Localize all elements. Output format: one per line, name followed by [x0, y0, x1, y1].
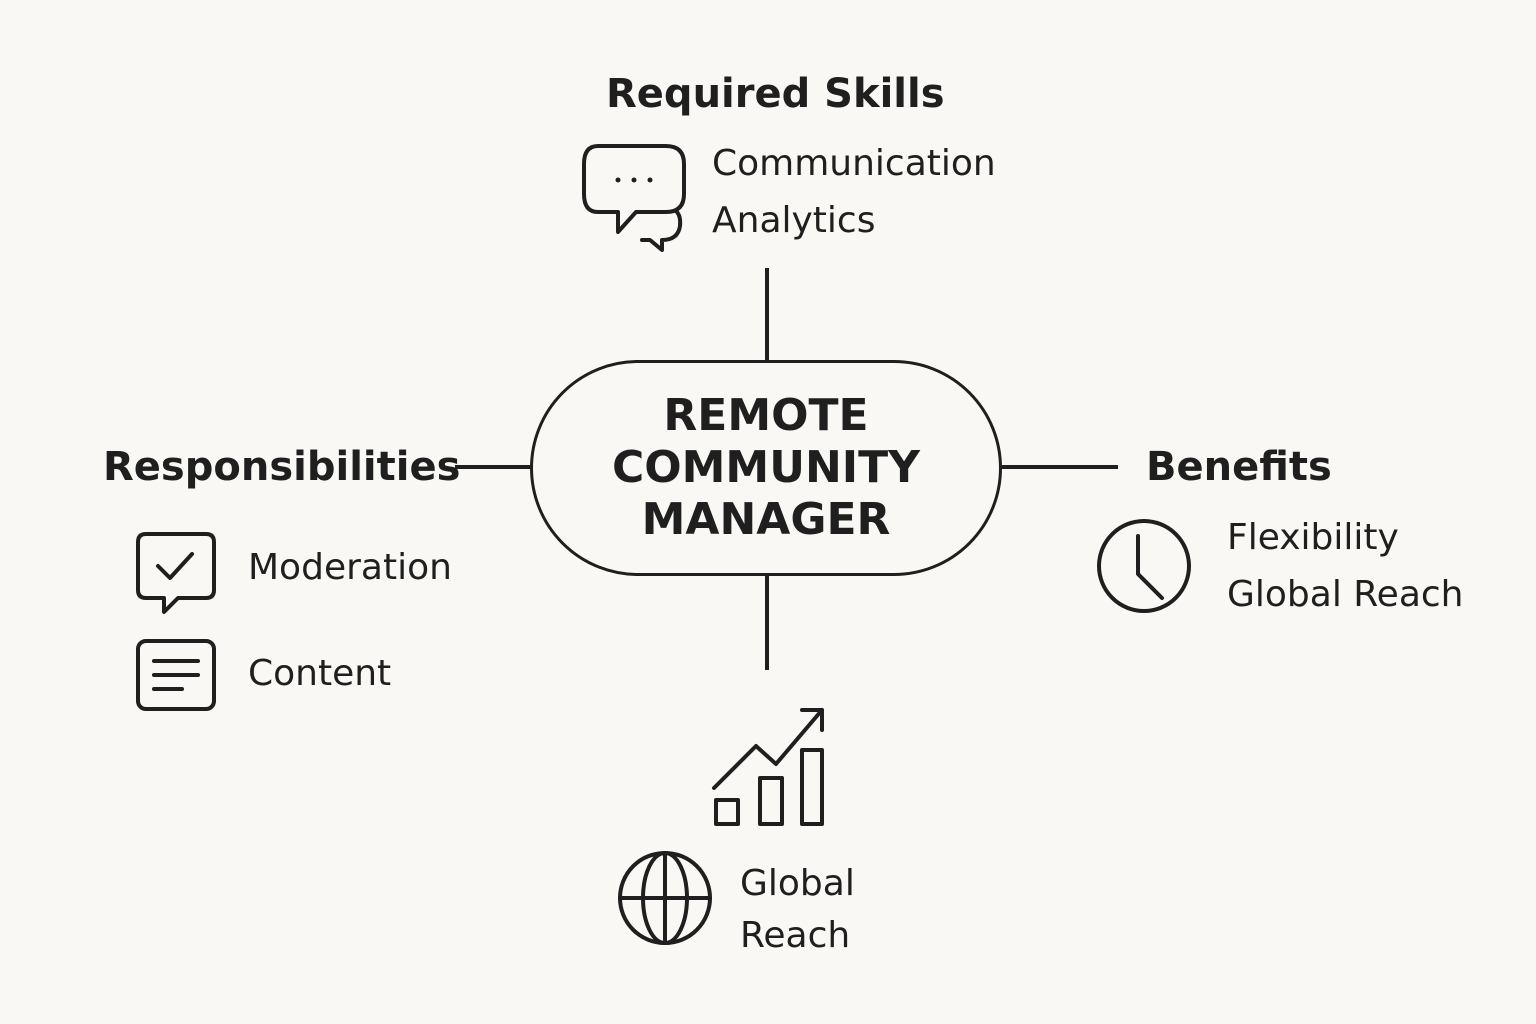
connector-left: [455, 465, 530, 469]
benefits-heading: Benefits: [1146, 444, 1332, 490]
globe-icon: [618, 851, 712, 945]
document-lines-icon: [136, 639, 216, 711]
connector-top: [765, 268, 769, 360]
required-skills-heading: Required Skills: [606, 71, 945, 117]
center-title-line-2: COMMUNITY: [611, 442, 921, 493]
bottom-label-line-1: Global: [740, 863, 855, 904]
chat-bubbles-icon: [582, 144, 686, 252]
bottom-label-line-2: Reach: [740, 915, 851, 956]
responsibilities-heading: Responsibilities: [103, 444, 461, 490]
center-node: REMOTE COMMUNITY MANAGER: [530, 360, 1002, 576]
responsibility-moderation: Moderation: [248, 547, 452, 588]
center-title-line-3: MANAGER: [641, 494, 891, 545]
responsibility-content: Content: [248, 653, 392, 694]
required-skill-communication: Communication: [712, 143, 996, 184]
check-message-icon: [136, 532, 216, 614]
growth-chart-icon: [712, 708, 824, 826]
benefit-global-reach: Global Reach: [1227, 574, 1464, 615]
clock-icon: [1097, 519, 1191, 613]
required-skill-analytics: Analytics: [712, 200, 876, 241]
connector-right: [1002, 465, 1118, 469]
benefit-flexibility: Flexibility: [1227, 517, 1399, 558]
center-title-line-1: REMOTE: [663, 390, 869, 441]
connector-bottom: [765, 576, 769, 670]
